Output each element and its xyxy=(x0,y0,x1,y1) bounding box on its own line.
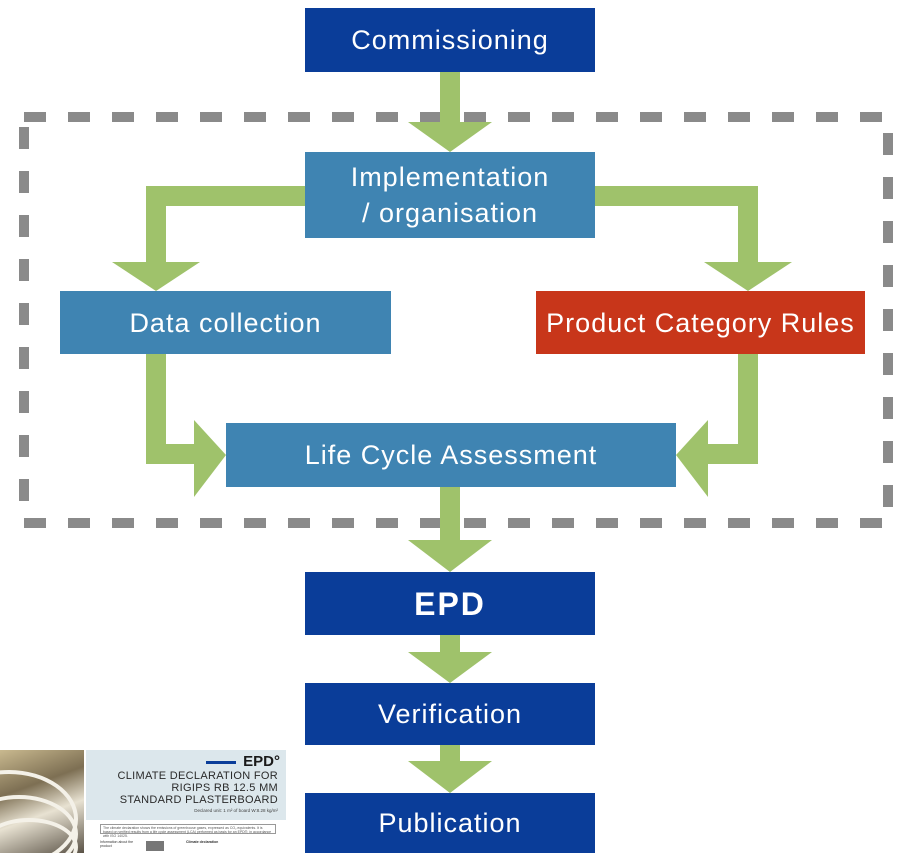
arrowhead-lca-epd xyxy=(408,540,492,572)
life-cycle-assessment-label: Life Cycle Assessment xyxy=(304,440,598,470)
arrow-implementation-pcr xyxy=(595,186,758,262)
document-title: CLIMATE DECLARATION FOR RIGIPS RB 12.5 M… xyxy=(88,770,278,806)
process-boundary-dashed-frame xyxy=(19,112,893,528)
document-title-line2: RIGIPS RB 12.5 MM xyxy=(171,782,278,794)
product-category-rules-box: Product Category Rules xyxy=(536,291,865,354)
arrow-verification-publication xyxy=(440,745,460,762)
publication-box: Publication xyxy=(305,793,595,853)
data-collection-box: Data collection xyxy=(60,291,391,354)
arrowhead-verification-publication xyxy=(408,761,492,793)
arrow-implementation-data xyxy=(146,186,305,262)
arrow-pcr-lca xyxy=(706,354,758,464)
arrow-commissioning-implementation xyxy=(440,72,460,122)
epd-logo: EPD° xyxy=(243,753,280,770)
verification-label: Verification xyxy=(377,699,523,729)
arrowhead-data-lca xyxy=(194,420,226,497)
document-header xyxy=(86,750,286,820)
epd-logo-bar xyxy=(206,761,236,764)
arrows xyxy=(112,72,792,793)
epd-label: EPD xyxy=(414,585,486,622)
arrowhead-pcr-lca xyxy=(676,420,708,497)
building-photo-thumbnail xyxy=(0,750,84,853)
arrowhead-implementation-pcr xyxy=(704,262,792,291)
climate-declaration-document-thumbnail: EPD° CLIMATE DECLARATION FOR RIGIPS RB 1… xyxy=(86,750,286,853)
arrowhead-commissioning-implementation xyxy=(408,122,492,152)
document-title-line1: CLIMATE DECLARATION FOR xyxy=(117,770,278,782)
epd-box: EPD xyxy=(305,572,595,635)
implementation-label-line2: / organisation xyxy=(361,198,539,228)
data-collection-label: Data collection xyxy=(129,307,322,338)
implementation-box: Implementation / organisation xyxy=(305,152,595,238)
arrowhead-implementation-data xyxy=(112,262,200,291)
arrowhead-epd-verification xyxy=(408,652,492,683)
life-cycle-assessment-box: Life Cycle Assessment xyxy=(226,423,676,487)
arrow-data-lca xyxy=(146,354,196,464)
product-category-rules-label: Product Category Rules xyxy=(546,307,855,338)
declared-unit: Declared unit: 1 m² of board W:8.28 kg/m… xyxy=(194,808,278,813)
document-title-line3: STANDARD PLASTERBOARD xyxy=(119,794,278,806)
arrow-epd-verification xyxy=(440,635,460,653)
commissioning-label: Commissioning xyxy=(351,25,549,55)
product-image xyxy=(146,841,164,851)
arrow-lca-epd xyxy=(440,487,460,542)
verification-box: Verification xyxy=(305,683,595,745)
implementation-label-line1: Implementation xyxy=(350,162,550,192)
publication-label: Publication xyxy=(378,808,522,838)
climate-declaration-heading: Climate declaration xyxy=(186,840,219,844)
product-info-heading: Information about the product xyxy=(100,840,134,848)
commissioning-box: Commissioning xyxy=(305,8,595,72)
document-summary: The climate declaration shows the emissi… xyxy=(100,824,276,838)
